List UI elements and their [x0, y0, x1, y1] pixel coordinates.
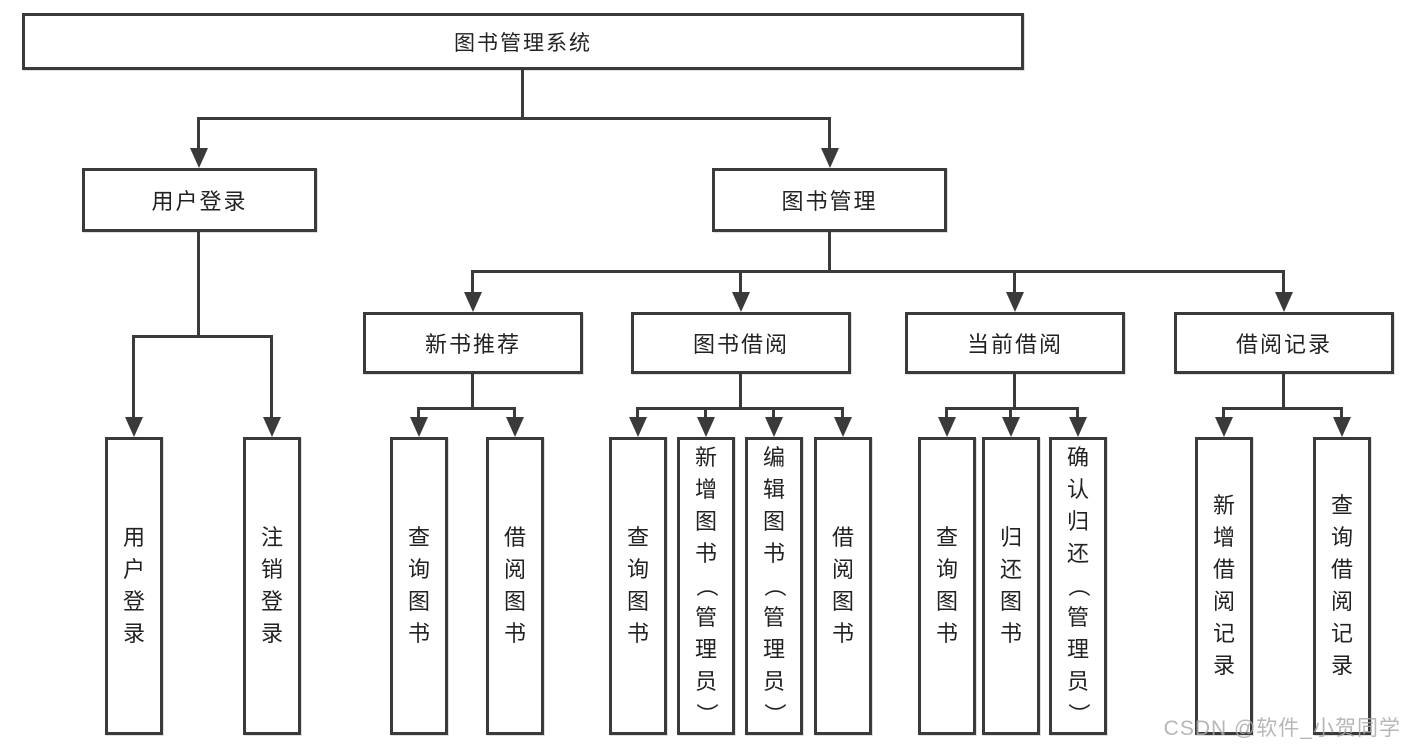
connector-drop [1222, 407, 1225, 420]
connector-borrow-records-splitter [1222, 407, 1343, 410]
leaf-add-books-admin-label: 新增图书（管理员） [693, 445, 719, 726]
leaf-confirm-return-admin: 确认归还（管理员） [1049, 437, 1107, 735]
node-new-book-recommend-label: 新书推荐 [424, 332, 521, 357]
leaf-query-books-3: 查询图书 [918, 437, 976, 735]
csdn-watermark: CSDN @软件_小贺同学 [1163, 717, 1401, 740]
connector-drop [1009, 407, 1012, 420]
arrowhead-leaf [834, 417, 852, 437]
leaf-logout-label: 注销登录 [260, 525, 283, 646]
connector-book-management-splitter [471, 270, 1285, 273]
leaf-logout: 注销登录 [243, 437, 301, 735]
connector-user-login-splitter [132, 335, 273, 338]
connector-current-borrow-splitter [945, 407, 1079, 410]
leaf-query-books-2-label: 查询图书 [626, 525, 649, 646]
arrowhead-leaf [1002, 417, 1020, 437]
connector-drop-leaf-logout [270, 335, 273, 419]
arrowhead-leaf [1215, 417, 1233, 437]
connector-drop-book-management [828, 117, 831, 150]
arrowhead-current-borrow [1006, 292, 1024, 312]
arrowhead-book-management [821, 148, 839, 168]
connector-drop [772, 407, 775, 420]
node-borrow-records-label: 借阅记录 [1235, 332, 1332, 357]
leaf-query-books-2: 查询图书 [609, 437, 667, 735]
connector-drop-book-borrow [739, 270, 742, 296]
connector-drop [945, 407, 948, 420]
connector-drop [417, 407, 420, 420]
node-root: 图书管理系统 [22, 13, 1024, 70]
node-current-borrow-label: 当前借阅 [966, 332, 1063, 357]
arrowhead-leaf [1069, 417, 1087, 437]
leaf-user-login: 用户登录 [105, 437, 163, 735]
node-user-login-label: 用户登录 [151, 189, 248, 214]
node-borrow-records: 借阅记录 [1174, 312, 1394, 374]
leaf-add-borrow-record-label: 新增借阅记录 [1212, 493, 1235, 678]
node-book-borrow: 图书借阅 [631, 312, 851, 374]
arrowhead-leaf [506, 417, 524, 437]
leaf-edit-books-admin: 编辑图书（管理员） [745, 437, 803, 735]
node-new-book-recommend: 新书推荐 [363, 312, 583, 374]
leaf-confirm-return-admin-label: 确认归还（管理员） [1065, 445, 1091, 726]
connector-borrow-records-stub [1282, 374, 1285, 410]
arrowhead-borrow-records [1275, 292, 1293, 312]
leaf-edit-books-admin-label: 编辑图书（管理员） [761, 445, 787, 726]
leaf-borrow-books-2: 借阅图书 [814, 437, 872, 735]
leaf-user-login-label: 用户登录 [122, 525, 145, 646]
leaf-query-books-1: 查询图书 [390, 437, 448, 735]
arrowhead-book-borrow [732, 292, 750, 312]
connector-book-borrow-stub [739, 374, 742, 410]
connector-drop [1340, 407, 1343, 420]
node-book-management: 图书管理 [712, 168, 947, 232]
connector-drop [513, 407, 516, 420]
connector-book-management-stub [828, 232, 831, 273]
connector-drop-leaf-login [132, 335, 135, 419]
node-current-borrow: 当前借阅 [905, 312, 1125, 374]
connector-drop [841, 407, 844, 420]
arrowhead-new-book [464, 292, 482, 312]
node-root-label: 图书管理系统 [454, 31, 592, 55]
connector-root-splitter [197, 117, 831, 120]
connector-current-borrow-stub [1013, 374, 1016, 410]
connector-drop [636, 407, 639, 420]
arrowhead-leaf [697, 417, 715, 437]
leaf-query-borrow-record: 查询借阅记录 [1313, 437, 1371, 735]
connector-drop [1076, 407, 1079, 420]
connector-new-book-stub [471, 374, 474, 410]
leaf-borrow-books-2-label: 借阅图书 [831, 525, 854, 646]
leaf-borrow-books-1: 借阅图书 [486, 437, 544, 735]
connector-drop-user-login [197, 117, 200, 150]
connector-drop-new-book [471, 270, 474, 296]
arrowhead-leaf [765, 417, 783, 437]
leaf-return-books: 归还图书 [982, 437, 1040, 735]
leaf-query-books-1-label: 查询图书 [407, 525, 430, 646]
leaf-borrow-books-1-label: 借阅图书 [503, 525, 526, 646]
arrowhead-leaf [938, 417, 956, 437]
node-user-login: 用户登录 [82, 168, 317, 232]
connector-drop-current-borrow [1013, 270, 1016, 296]
connector-drop [704, 407, 707, 420]
arrowhead-leaf [1333, 417, 1351, 437]
arrowhead-leaf [629, 417, 647, 437]
leaf-query-borrow-record-label: 查询借阅记录 [1330, 493, 1353, 678]
arrowhead-leaf-login [125, 417, 143, 437]
arrowhead-leaf-logout [263, 417, 281, 437]
connector-user-login-stub [197, 232, 200, 338]
arrowhead-leaf [410, 417, 428, 437]
leaf-query-books-3-label: 查询图书 [935, 525, 958, 646]
arrowhead-user-login [190, 148, 208, 168]
leaf-add-books-admin: 新增图书（管理员） [677, 437, 735, 735]
connector-new-book-splitter [417, 407, 516, 410]
leaf-add-borrow-record: 新增借阅记录 [1195, 437, 1253, 735]
node-book-borrow-label: 图书借阅 [692, 332, 789, 357]
node-book-management-label: 图书管理 [781, 189, 878, 214]
connector-book-borrow-splitter [636, 407, 844, 410]
connector-root-stub [521, 69, 524, 117]
connector-drop-borrow-records [1282, 270, 1285, 296]
leaf-return-books-label: 归还图书 [999, 525, 1022, 646]
